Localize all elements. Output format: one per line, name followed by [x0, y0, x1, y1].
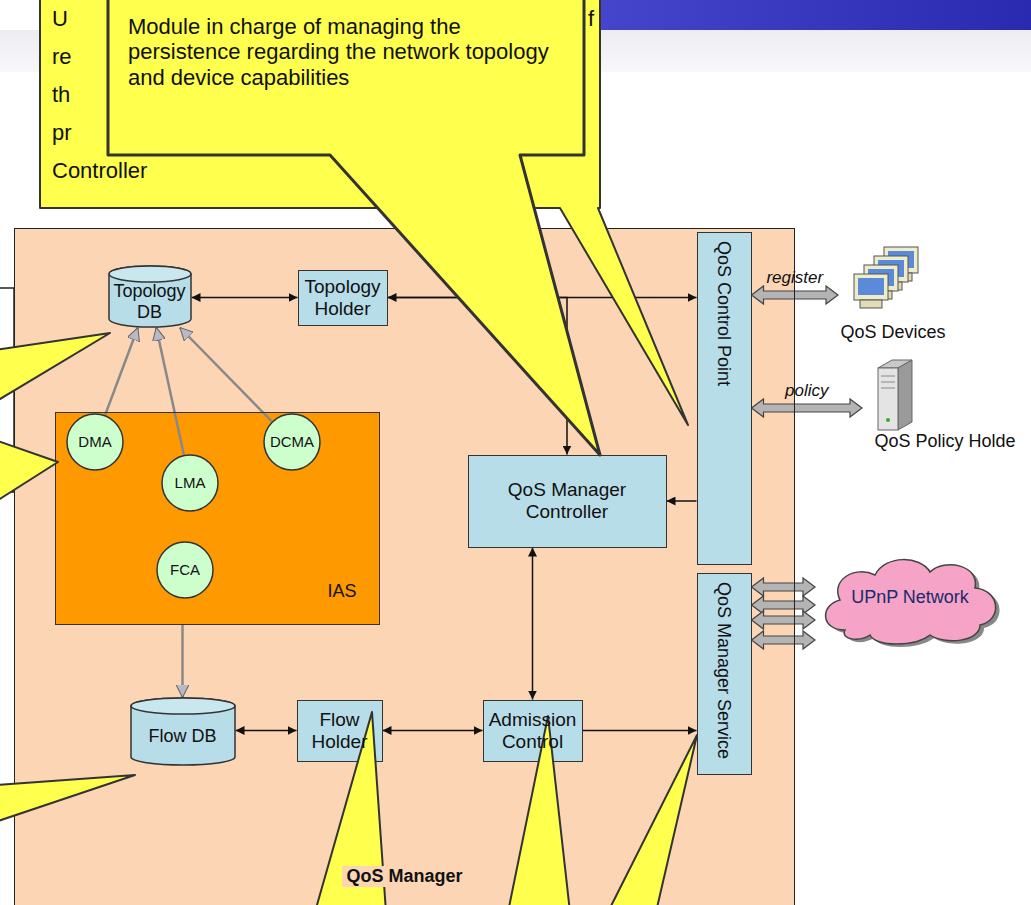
group-fill	[55, 412, 380, 625]
callout-tail	[315, 712, 386, 905]
node-text: QoS Manager Controller	[473, 479, 662, 523]
computers-icon	[854, 247, 918, 308]
callout-tail	[0, 775, 135, 822]
callout-bubble	[108, 0, 600, 455]
connector	[181, 625, 184, 698]
interface-band: QoS Manager Service	[697, 573, 752, 775]
connector	[105, 328, 138, 415]
device-node: QoS Devices	[838, 245, 948, 345]
callout-text: Module in charge of managing the persist…	[128, 14, 568, 90]
network-cloud: UPnP Network	[815, 550, 1005, 645]
callout-text: U	[52, 6, 68, 31]
node-text: UPnP Network	[851, 587, 969, 608]
node-text: Flow Holder	[302, 709, 378, 753]
cylinder-body	[131, 698, 235, 765]
double-arrow	[752, 596, 816, 614]
node-text: QoS Policy Holde	[874, 431, 1015, 452]
callout-tail	[0, 440, 58, 502]
process-box: Flow Holder	[297, 700, 383, 762]
node-text: DMA	[78, 433, 111, 450]
connector	[192, 297, 298, 299]
node-text: FCA	[170, 561, 200, 578]
frame-fill	[14, 228, 795, 905]
connector	[583, 730, 697, 732]
node-text: DCMA	[270, 433, 314, 450]
circle-outline	[264, 414, 320, 470]
label-slot: Module in charge of managing the persist…	[128, 14, 568, 90]
process-box: Admission Control	[483, 700, 583, 762]
edge-label: policy	[757, 381, 857, 401]
callout-tail	[608, 735, 697, 905]
label-slot: pr	[52, 120, 72, 145]
group-box: IAS DMA LMA DCMA FCA	[55, 412, 380, 625]
connector	[383, 730, 483, 732]
connector	[236, 730, 297, 732]
interface-band: QoS Control Point	[697, 232, 752, 565]
database-cylinder: Topology DB	[108, 266, 192, 328]
server-icon	[878, 360, 912, 430]
cloud-outline	[826, 560, 996, 644]
connector	[667, 500, 697, 502]
process-box: Topology Holder	[298, 270, 388, 326]
node-text: QoS Control Point	[714, 241, 735, 386]
circle-outline	[157, 542, 213, 598]
agent-circle: DMA	[66, 413, 124, 471]
node-text: Topology DB	[112, 281, 188, 322]
agent-circle: LMA	[161, 454, 219, 512]
agent-circle: FCA	[156, 541, 214, 599]
circle-outline	[67, 414, 123, 470]
node-text: Admission Control	[488, 709, 578, 753]
node-text: QoS Manager	[342, 866, 466, 887]
connector	[156, 328, 184, 455]
label-slot: Controller	[52, 158, 147, 183]
double-arrow	[752, 578, 816, 596]
circle-outline	[162, 455, 218, 511]
callout-tail	[508, 716, 570, 905]
callout-text: re	[52, 44, 72, 69]
edge-label-slot: register	[745, 268, 845, 288]
connector	[532, 548, 534, 700]
agent-circle: DCMA	[263, 413, 321, 471]
callout-bubble	[40, 0, 688, 425]
callout-text: f	[588, 6, 594, 31]
node-text: Topology Holder	[303, 276, 383, 320]
database-cylinder: Flow DB	[130, 698, 236, 766]
cylinder-top	[131, 698, 235, 714]
label-slot: re	[52, 44, 72, 69]
double-arrow	[752, 631, 816, 649]
label-slot: th	[52, 82, 70, 107]
node-text: QoS Devices	[840, 322, 945, 343]
double-arrow	[752, 399, 863, 417]
node-text: IAS	[327, 581, 356, 602]
callout-text: th	[52, 82, 70, 107]
node-text: LMA	[175, 474, 206, 491]
node-text: QoS Manager Service	[714, 582, 735, 759]
cylinder-body	[109, 266, 191, 327]
edge-label: register	[745, 268, 845, 288]
process-box: QoS Manager Controller	[468, 455, 667, 548]
server-node: QoS Policy Holde	[862, 362, 1028, 454]
label-slot: f	[588, 6, 594, 31]
callout-text: Controller	[52, 158, 147, 183]
label-slot: U	[52, 6, 68, 31]
callout-text: pr	[52, 120, 72, 145]
double-arrow	[752, 611, 816, 629]
node-text: Flow DB	[148, 726, 216, 747]
connector	[180, 328, 272, 422]
cylinder-top	[109, 266, 191, 282]
edge-label-slot: policy	[757, 381, 857, 401]
callout-tail	[0, 333, 110, 402]
